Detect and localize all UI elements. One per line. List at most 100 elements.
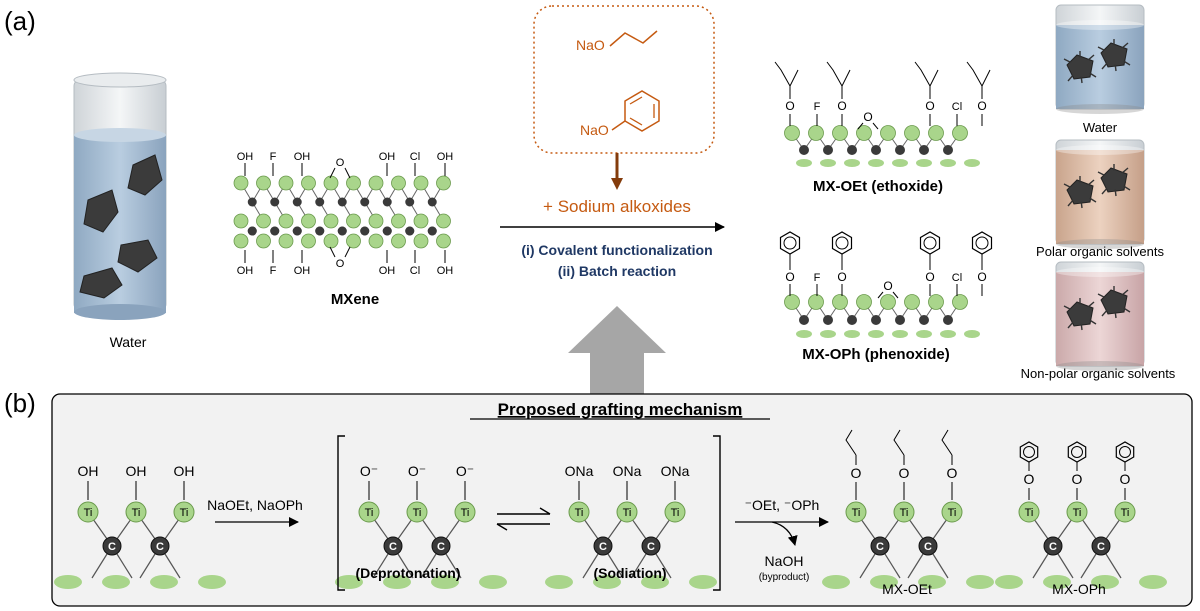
c-atom-label: C bbox=[647, 541, 655, 553]
green-atom-partial bbox=[335, 575, 363, 589]
ti-atom-label: Ti bbox=[365, 507, 374, 519]
c-atom-label: C bbox=[156, 541, 164, 553]
green-atom bbox=[928, 125, 944, 141]
dark-atom bbox=[847, 145, 857, 155]
surface-group-label: OH bbox=[78, 463, 99, 479]
green-atom-partial bbox=[641, 575, 669, 589]
dark-atom bbox=[427, 197, 437, 207]
green-atom bbox=[832, 125, 848, 141]
green-atom-partial bbox=[966, 575, 994, 589]
oet-oxygen: O bbox=[851, 465, 862, 481]
c-atom bbox=[102, 536, 122, 556]
ti-atom-label: Ti bbox=[180, 507, 189, 519]
ti-atom-label: Ti bbox=[413, 507, 422, 519]
green-atom-partial bbox=[593, 575, 621, 589]
green-atom bbox=[952, 125, 968, 141]
oph-oxygen: O bbox=[1072, 471, 1083, 487]
green-atom bbox=[880, 294, 896, 310]
oph-oxygen: O bbox=[925, 270, 934, 284]
ti-atom-label: Ti bbox=[1073, 507, 1082, 519]
water-beaker bbox=[73, 72, 167, 320]
surface-group-label: O⁻ bbox=[408, 463, 426, 479]
oet-oxygen: O bbox=[977, 99, 986, 113]
dark-atom bbox=[943, 145, 953, 155]
nonpolar-solvent-beaker bbox=[1055, 261, 1145, 371]
oph-oxygen: O bbox=[1120, 471, 1131, 487]
mxene-bottom-group: Cl bbox=[410, 265, 420, 277]
green-atom-partial bbox=[102, 575, 130, 589]
surface-group-label: ONa bbox=[661, 463, 690, 479]
panel-a-label: (a) bbox=[4, 6, 36, 36]
c-atom bbox=[641, 536, 661, 556]
green-atom bbox=[856, 125, 872, 141]
green-atom bbox=[278, 175, 294, 191]
functionalized-flake bbox=[1100, 289, 1128, 315]
green-atom-partial bbox=[689, 575, 717, 589]
c-atom-label: C bbox=[1097, 541, 1105, 553]
green-atom-partial bbox=[870, 575, 898, 589]
green-atom bbox=[796, 330, 812, 338]
solvent-beakers bbox=[1055, 4, 1145, 371]
benzene-ring bbox=[971, 231, 993, 255]
ti-atom-label: Ti bbox=[461, 507, 470, 519]
dark-atom bbox=[382, 197, 392, 207]
green-atom bbox=[413, 213, 429, 229]
ti-atom-label: Ti bbox=[623, 507, 632, 519]
dark-atom bbox=[895, 145, 905, 155]
dark-atom bbox=[871, 145, 881, 155]
dark-atom bbox=[382, 226, 392, 236]
green-atom bbox=[940, 330, 956, 338]
green-atom bbox=[940, 159, 956, 167]
oet-oxygen: O bbox=[899, 465, 910, 481]
surface-group-label: OH bbox=[126, 463, 147, 479]
solvent-nonpolar-label: Non-polar organic solvents bbox=[1021, 366, 1176, 381]
mx-oet-label: MX-OEt (ethoxide) bbox=[813, 178, 943, 195]
c-atom bbox=[383, 536, 403, 556]
solvent-polar-label: Polar organic solvents bbox=[1036, 244, 1164, 259]
green-atom bbox=[892, 330, 908, 338]
dark-atom bbox=[247, 197, 257, 207]
reagent-box bbox=[533, 5, 715, 154]
green-atom bbox=[323, 233, 339, 249]
green-atom bbox=[916, 159, 932, 167]
mxene-bottom-group: OH bbox=[437, 265, 454, 277]
oph-oxygen: O bbox=[837, 270, 846, 284]
water-beaker-label: Water bbox=[110, 334, 147, 350]
green-atom bbox=[904, 294, 920, 310]
benzene-ring bbox=[1115, 441, 1135, 463]
dark-atom bbox=[919, 145, 929, 155]
mxene-bottom-group: F bbox=[270, 265, 277, 277]
green-atom bbox=[856, 294, 872, 310]
green-atom bbox=[868, 330, 884, 338]
sodium-phenoxide: NaO bbox=[580, 90, 660, 138]
green-atom bbox=[928, 294, 944, 310]
reaction-step1-text: (i) Covalent functionalization bbox=[521, 242, 712, 258]
green-atom bbox=[436, 175, 451, 191]
oet-oxygen: O bbox=[947, 465, 958, 481]
green-atom-partial bbox=[995, 575, 1023, 589]
dark-atom bbox=[405, 197, 415, 207]
c-atom-label: C bbox=[599, 541, 607, 553]
dark-atom bbox=[871, 315, 881, 325]
ti-atom bbox=[1018, 501, 1040, 523]
green-atom-partial bbox=[198, 575, 226, 589]
green-atom bbox=[301, 213, 316, 229]
green-atom-partial bbox=[545, 575, 573, 589]
oph-oxygen: O bbox=[1024, 471, 1035, 487]
ti-atom bbox=[454, 501, 476, 523]
ti-atom-label: Ti bbox=[132, 507, 141, 519]
ti-atom bbox=[1066, 501, 1088, 523]
green-atom bbox=[256, 233, 271, 249]
green-atom bbox=[868, 159, 884, 167]
green-atom-partial bbox=[918, 575, 946, 589]
oph-halide: Cl bbox=[952, 272, 962, 284]
green-atom bbox=[413, 175, 429, 191]
dark-atom bbox=[315, 226, 325, 236]
green-atom bbox=[278, 213, 294, 229]
panel-b-label: (b) bbox=[4, 388, 36, 418]
green-atom-partial bbox=[822, 575, 850, 589]
green-atom bbox=[916, 330, 932, 338]
